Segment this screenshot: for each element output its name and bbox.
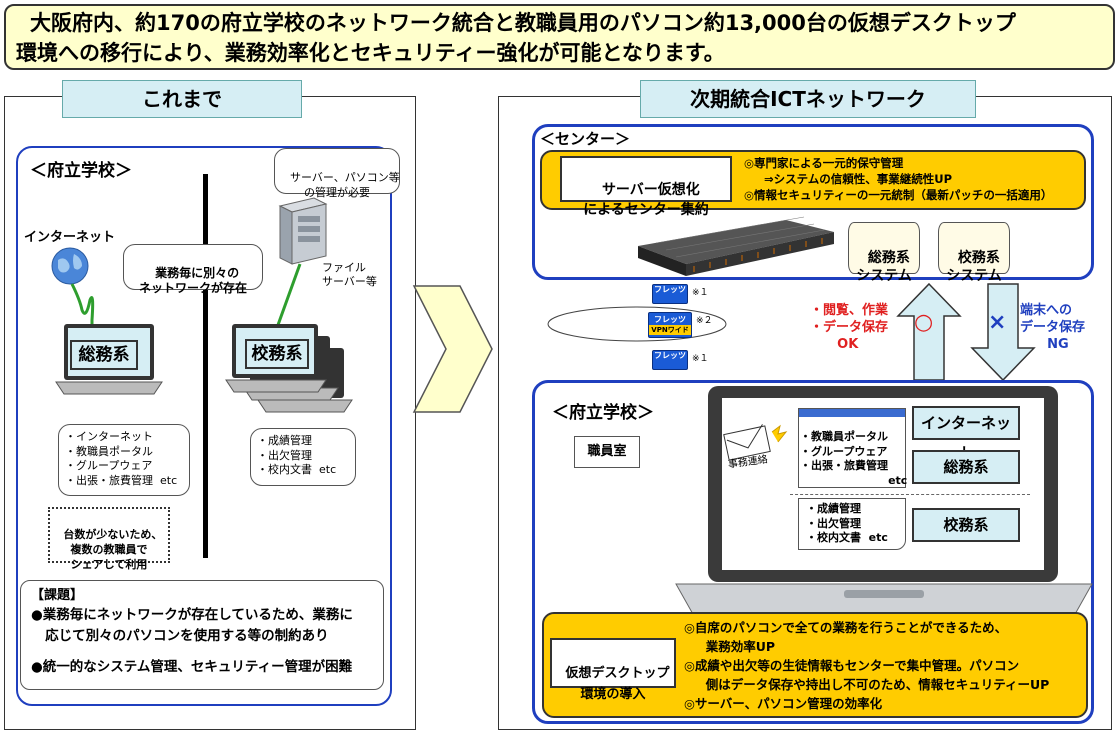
- separate-network-callout: 業務毎に別々の ネットワークが存在: [123, 244, 263, 295]
- screen-separator: [790, 494, 1030, 495]
- right-title: 次期統合ICTネットワーク: [640, 80, 976, 118]
- file-server-icon: [278, 197, 328, 265]
- server-management-callout: サーバー、パソコン等 の管理が必要: [274, 148, 400, 199]
- issues-title: 【課題】: [31, 588, 84, 603]
- file-server-label: ファイル サーバー等: [322, 261, 377, 288]
- koumu-app-button[interactable]: 校務系: [912, 508, 1020, 542]
- transition-arrow-icon: [412, 285, 493, 413]
- staff-room-label: 職員室: [574, 436, 640, 468]
- window-titlebar: [799, 409, 905, 417]
- soumu-label: 総務系: [70, 340, 138, 370]
- flets-bottom-badge: フレッツ: [652, 350, 688, 370]
- internet-app-button[interactable]: インターネット: [912, 406, 1020, 462]
- issues-box: 【課題】 ●業務毎にネットワークが存在しているため、業務に 応じて別々のパソコン…: [20, 580, 384, 690]
- flets-top-badge: フレッツ: [652, 284, 688, 304]
- ng-mark: ×: [988, 310, 1007, 335]
- koumu-functions-callout: ・成績管理 ・出欠管理 ・校内文書 etc: [250, 428, 356, 486]
- koumu-label: 校務系: [245, 339, 309, 369]
- center-points: ◎専門家による一元的保守管理 ⇒システムの信頼性、事業継続性UP ◎情報セキュリ…: [744, 156, 1053, 202]
- flets-vpn-badge: フレッツ VPNワイド: [648, 312, 692, 338]
- flets-bottom-note: ※１: [692, 354, 709, 364]
- headline-line-2: 環境への移行により、業務効率化とセキュリティー強化が可能となります。: [16, 41, 725, 65]
- screen-window-a: [798, 408, 906, 488]
- left-title: これまで: [62, 80, 302, 118]
- ok-text: ・閲覧、作業 ・データ保存 OK: [810, 303, 889, 352]
- datacenter-racks-icon: [638, 216, 834, 276]
- mail-icon: [723, 424, 788, 461]
- koumu-system-db: 校務系 システム: [938, 222, 1010, 284]
- screen-list-a: ・教職員ポータル ・グループウェア ・出張・旅費管理 etc: [800, 430, 908, 487]
- globe-icon: [51, 247, 89, 285]
- vdi-points: ◎自席のパソコンで全ての業務を行うことができるため、 業務効率UP ◎成績や出欠…: [684, 620, 1050, 711]
- network-divider-line: [203, 174, 208, 558]
- left-school-label: ＜府立学校＞: [30, 161, 132, 181]
- flets-top-note: ※１: [692, 288, 709, 298]
- headline-banner: 大阪府内、約170の府立学校のネットワーク統合と教職員用のパソコン約13,000…: [4, 4, 1115, 70]
- download-arrow-icon: [970, 283, 1036, 382]
- ok-mark: ○: [914, 310, 934, 335]
- headline-line-1: 大阪府内、約170の府立学校のネットワーク統合と教職員用のパソコン約13,000…: [30, 11, 1016, 35]
- soumu-app-button[interactable]: 総務系: [912, 450, 1020, 484]
- right-school-label: ＜府立学校＞: [552, 403, 654, 423]
- shared-usage-note: 台数が少ないため、 複数の教職員で シェアして利用: [48, 507, 170, 571]
- center-label: ＜センター＞: [540, 130, 631, 148]
- koumu-laptops-icon: [225, 324, 353, 413]
- screen-list-b: ・成績管理 ・出欠管理 ・校内文書 etc: [806, 502, 888, 544]
- issue-1: ●業務毎にネットワークが存在しているため、業務に 応じて別々のパソコンを使用する…: [31, 607, 353, 644]
- screen-window-b: [798, 498, 906, 550]
- soumu-system-db: 総務系 システム: [848, 222, 920, 284]
- internet-label: インターネット: [24, 230, 116, 245]
- vdi-label: 仮想デスクトップ 環境の導入: [550, 638, 676, 702]
- server-virtualization-label: サーバー仮想化 によるセンター集約: [560, 156, 732, 218]
- ng-text: 端末への データ保存 NG: [1020, 303, 1086, 352]
- issue-2: ●統一的なシステム管理、セキュリティー管理が困難: [31, 659, 353, 675]
- flets-mid-note: ※２: [696, 316, 713, 326]
- soumu-functions-callout: ・インターネット ・教職員ポータル ・グループウェア ・出張・旅費管理 etc: [58, 424, 190, 496]
